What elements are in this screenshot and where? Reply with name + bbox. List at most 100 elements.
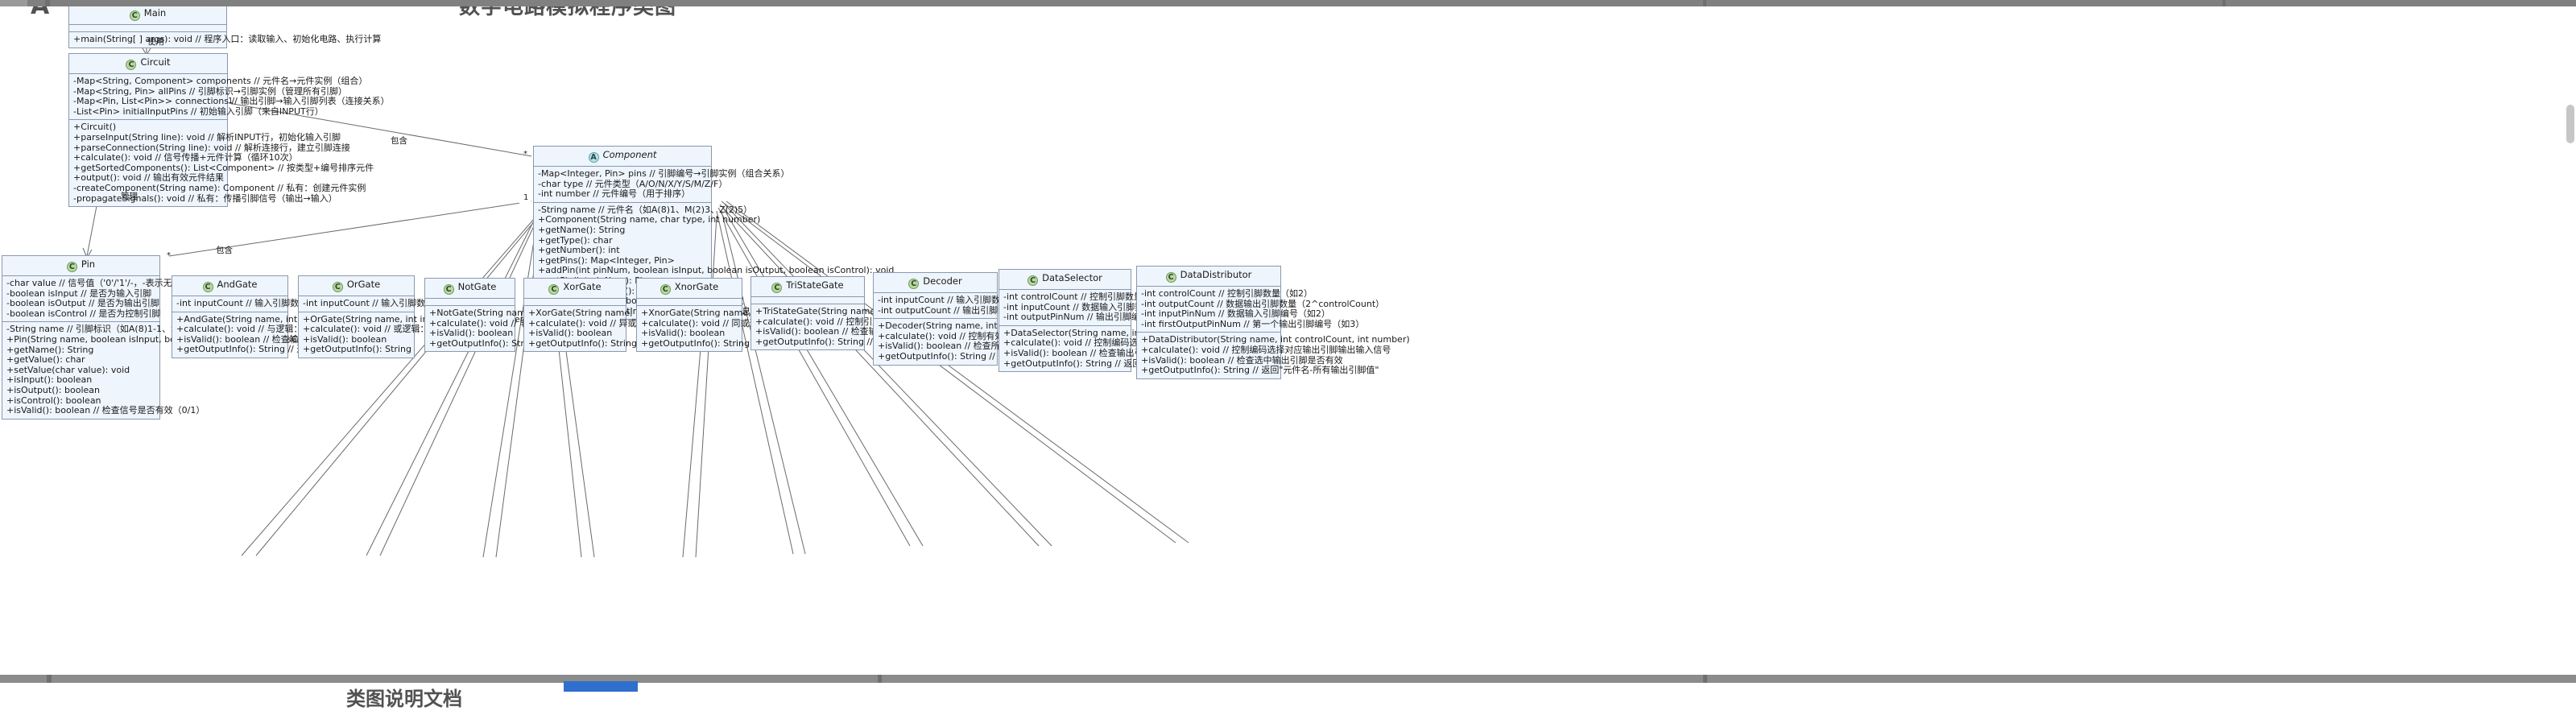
class-member-row: +isOutput(): boolean: [6, 384, 100, 395]
class-member-row: +getPins(): Map<Integer, Pin>: [538, 254, 675, 266]
class-stereotype-icon: C: [126, 60, 137, 70]
vertical-scrollbar-thumb[interactable]: [2566, 105, 2574, 143]
link-datadistributor-component: [721, 200, 1176, 544]
class-member-row: +getOutputInfo(): String // 返回"元件名-2:值": [755, 336, 949, 347]
edge-label-contains-2: 包含: [216, 246, 233, 255]
link-decoder-component: [717, 207, 911, 547]
class-member-row: +getOutputInfo(): String: [303, 344, 411, 355]
class-name-dataselector: DataSelector: [1042, 272, 1102, 283]
selection-highlight: [564, 681, 638, 692]
edge-label-contains-1: 包含: [391, 136, 407, 146]
class-member-row: -int inputCount // 输入引脚数量（如8）: [176, 298, 341, 308]
class-name-main: Main: [143, 7, 167, 19]
bottom-bar-track: [0, 675, 2576, 683]
link-orgate-component-b: [379, 217, 539, 556]
class-member-row: +getOutputInfo(): String // 返回"元件名-输出编号:…: [1003, 358, 1227, 369]
bottom-bar-divider-3: [1703, 675, 1707, 683]
class-name-orgate: OrGate: [346, 279, 381, 290]
class-member-row: +Component(String name, char type, int n…: [538, 214, 761, 225]
class-stereotype-icon: A: [588, 152, 599, 163]
class-operations-orgate: +OrGate(String name, int inputCount, int…: [299, 312, 527, 358]
class-member-row: +getSortedComponents(): List<Component> …: [73, 162, 374, 173]
link-notgate-component: [482, 215, 539, 558]
class-attributes-andgate: -int inputCount // 输入引脚数量（如8）: [172, 296, 341, 312]
link-tristategate-component-b: [721, 210, 806, 555]
link-orgate-component: [366, 217, 536, 556]
class-member-row: +isInput(): boolean: [6, 374, 93, 386]
class-member-row: -int controlCount // 控制引脚数量（如2）: [1141, 288, 1313, 299]
class-member-row: -int inputPinNum // 数据输入引脚编号（如2）: [1141, 308, 1330, 320]
link-andgate-component-b: [255, 218, 537, 556]
bottom-bar-divider-2: [878, 675, 882, 683]
class-member-row: -boolean isOutput // 是否为输出引脚: [6, 298, 159, 309]
link-datadistributor-component-b: [726, 200, 1189, 544]
class-member-row: +getName(): String: [538, 224, 626, 235]
editor-bottom-bar: [0, 675, 2576, 697]
class-attributes-decoder: -int inputCount // 输入引脚数量（如2）-int output…: [874, 293, 1095, 320]
class-member-row: +getOutputInfo(): String // 返回"元件名:选中输出编…: [878, 350, 1107, 362]
link-dataselector-component-b: [724, 204, 1052, 547]
edge-label-uses: 使用: [147, 37, 164, 47]
top-bar-segment-left: [0, 0, 27, 6]
class-member-row: -String name // 引脚标识（如A(8)1-1、S3-2）: [6, 324, 200, 335]
class-member-row: +isValid(): boolean: [641, 328, 726, 339]
class-member-row: +Circuit(): [73, 122, 117, 133]
class-member-row: -Map<Pin, List<Pin>> connections // 输出引脚…: [73, 96, 390, 107]
class-stereotype-icon: C: [660, 284, 671, 295]
class-member-row: +isValid(): boolean // 检查输出引脚2是否有效: [755, 326, 945, 337]
class-member-row: -Map<String, Component> components // 元件…: [73, 76, 368, 86]
class-attributes-xorgate: [524, 299, 626, 306]
top-bar-divider-3: [2222, 0, 2226, 6]
class-operations-main: +main(String[ ] args): void // 程序入口：读取输入…: [69, 32, 381, 48]
class-member-row: +isValid(): boolean // 检查输出引脚是否有效: [1003, 347, 1188, 358]
class-member-row: +NotGate(String name, int number): [429, 308, 589, 318]
class-member-row: +calculate(): void // 与逻辑：全1出1，否则0: [176, 324, 364, 335]
class-attributes-main: [69, 25, 226, 32]
class-attributes-pin: -char value // 信号值（'0'/'1'/-，-表示无效）-bool…: [2, 276, 190, 323]
editor-top-bar: [0, 0, 2576, 6]
class-member-row: +getType(): char: [538, 234, 613, 246]
class-member-row: +getOutputInfo(): String: [429, 337, 538, 349]
class-member-row: +parseInput(String line): void // 解析INPU…: [73, 131, 341, 143]
class-member-row: -int number // 元件编号（用于排序）: [538, 188, 691, 200]
class-operations-andgate: +AndGate(String name, int inputCount, in…: [172, 312, 407, 358]
link-tristategate-component: [716, 210, 794, 555]
class-member-row: +getName(): String: [6, 344, 94, 355]
class-operations-notgate: +NotGate(String name, int number)+calcul…: [425, 306, 589, 351]
class-member-row: +isValid(): boolean // 检查选中输出引脚是否有效: [1141, 354, 1343, 366]
class-attributes-component: -Map<Integer, Pin> pins // 引脚编号→引脚实例（组合关…: [534, 167, 789, 203]
class-attributes-dataselector: -int controlCount // 控制引脚数量（如2）-int inpu…: [999, 290, 1240, 326]
class-attributes-circuit: -Map<String, Component> components // 元件…: [69, 74, 390, 121]
class-member-row: +isControl(): boolean: [6, 395, 101, 406]
class-name-xnorgate: XnorGate: [674, 281, 719, 292]
class-name-xorgate: XorGate: [563, 281, 602, 292]
bottom-bar-divider-1: [47, 675, 52, 683]
bottom-bar-background: [0, 683, 2576, 697]
class-member-row: +calculate(): void // 信号传播+元件计算（循环10次）: [73, 152, 298, 163]
class-member-row: -int outputCount // 数据输出引脚数量（2^controlCo…: [1141, 298, 1385, 309]
class-member-row: +getOutputInfo(): String // 返回"元件名-所有输出引…: [1141, 365, 1379, 376]
diamond-component-pin: [519, 199, 531, 205]
class-attributes-notgate: [425, 299, 515, 306]
class-operations-tristategate: +TriStateGate(String name, int number)+c…: [751, 304, 966, 349]
class-name-tristategate: TriStateGate: [786, 279, 844, 291]
class-operations-circuit: +Circuit()+parseInput(String line): void…: [69, 120, 374, 206]
